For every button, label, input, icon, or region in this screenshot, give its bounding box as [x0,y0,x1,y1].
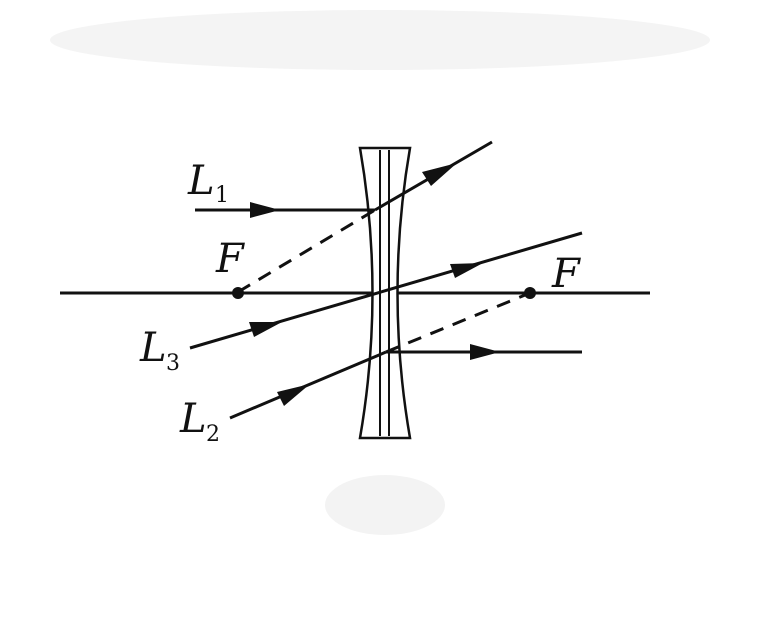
ray-l1 [195,140,493,294]
ray-l2 [229,291,582,420]
ray-l3-subscript: 3 [166,351,180,376]
ray-l3-arrow-right [450,263,483,278]
ray-l1-label: L [187,158,215,204]
ray-l3-arrow-left [249,322,282,337]
ray-l1-extension-dashed [237,208,376,294]
ray-l3 [189,231,583,350]
ray-l2-label: L [179,396,207,442]
focus-label-right: F [551,251,581,297]
ray-l1-refracted-arrow [422,163,457,186]
focus-point-right [524,287,536,299]
scan-smudge-bottom [325,475,445,535]
ray-l1-incident-arrow [250,202,280,218]
focus-label-left: F [215,236,245,282]
ray-l2-subscript: 2 [206,422,220,447]
focus-point-left [232,287,244,299]
lens-outline [358,146,412,440]
ray-l3-label: L [139,325,167,371]
ray-l1-subscript: 1 [215,183,229,208]
scan-smudge-top [50,10,710,70]
ray-l2-incident-arrow [277,384,310,406]
ray-l2-extension-dashed [385,291,531,354]
concave-lens [358,146,412,440]
ray-l2-refracted-arrow [470,344,500,360]
